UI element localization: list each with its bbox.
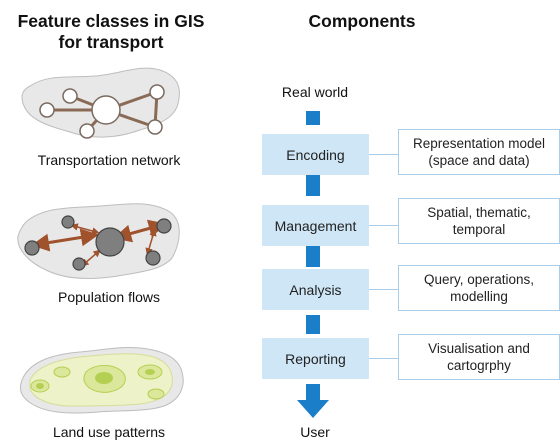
left-title-line1: Feature classes in GIS [17, 11, 205, 31]
flow-shaft-2 [306, 175, 320, 196]
caption-population-flows: Population flows [58, 289, 160, 305]
connector-management [369, 225, 398, 226]
note-reporting-line1: Visualisation and [428, 341, 530, 356]
flow-shaft-1 [306, 111, 320, 125]
note-analysis-line1: Query, operations, [423, 272, 535, 287]
stage-management: Management [262, 205, 369, 246]
components-title: Components [308, 11, 416, 31]
note-management-line1: Spatial, thematic, [427, 205, 531, 220]
connector-analysis [369, 289, 398, 290]
note-reporting-line2: cartogrphy [447, 358, 511, 373]
stage-reporting: Reporting [262, 338, 369, 379]
end-label: User [300, 424, 330, 440]
note-encoding-line1: Representation model [412, 136, 546, 151]
caption-land-use-patterns: Land use patterns [52, 424, 166, 440]
note-analysis-line2: modelling [450, 289, 508, 304]
connector-encoding [369, 154, 398, 155]
flow-shaft-5 [306, 384, 320, 400]
stage-analysis: Analysis [262, 269, 369, 310]
flow-shaft-3 [306, 246, 320, 267]
caption-transportation-network: Transportation network [37, 152, 181, 168]
connector-reporting [369, 358, 398, 359]
note-encoding-line2: (space and data) [428, 153, 530, 168]
note-management-line2: temporal [452, 222, 506, 237]
left-title-line2: for transport [58, 32, 164, 52]
note-analysis: Query, operations, modelling [398, 265, 560, 311]
left-title: Feature classes in GIS for transport [0, 11, 222, 53]
flow-shaft-4 [306, 315, 320, 334]
start-label: Real world [281, 84, 349, 100]
stage-encoding: Encoding [262, 134, 369, 175]
note-management: Spatial, thematic, temporal [398, 198, 560, 244]
note-reporting: Visualisation and cartogrphy [398, 334, 560, 380]
note-encoding: Representation model (space and data) [398, 129, 560, 175]
